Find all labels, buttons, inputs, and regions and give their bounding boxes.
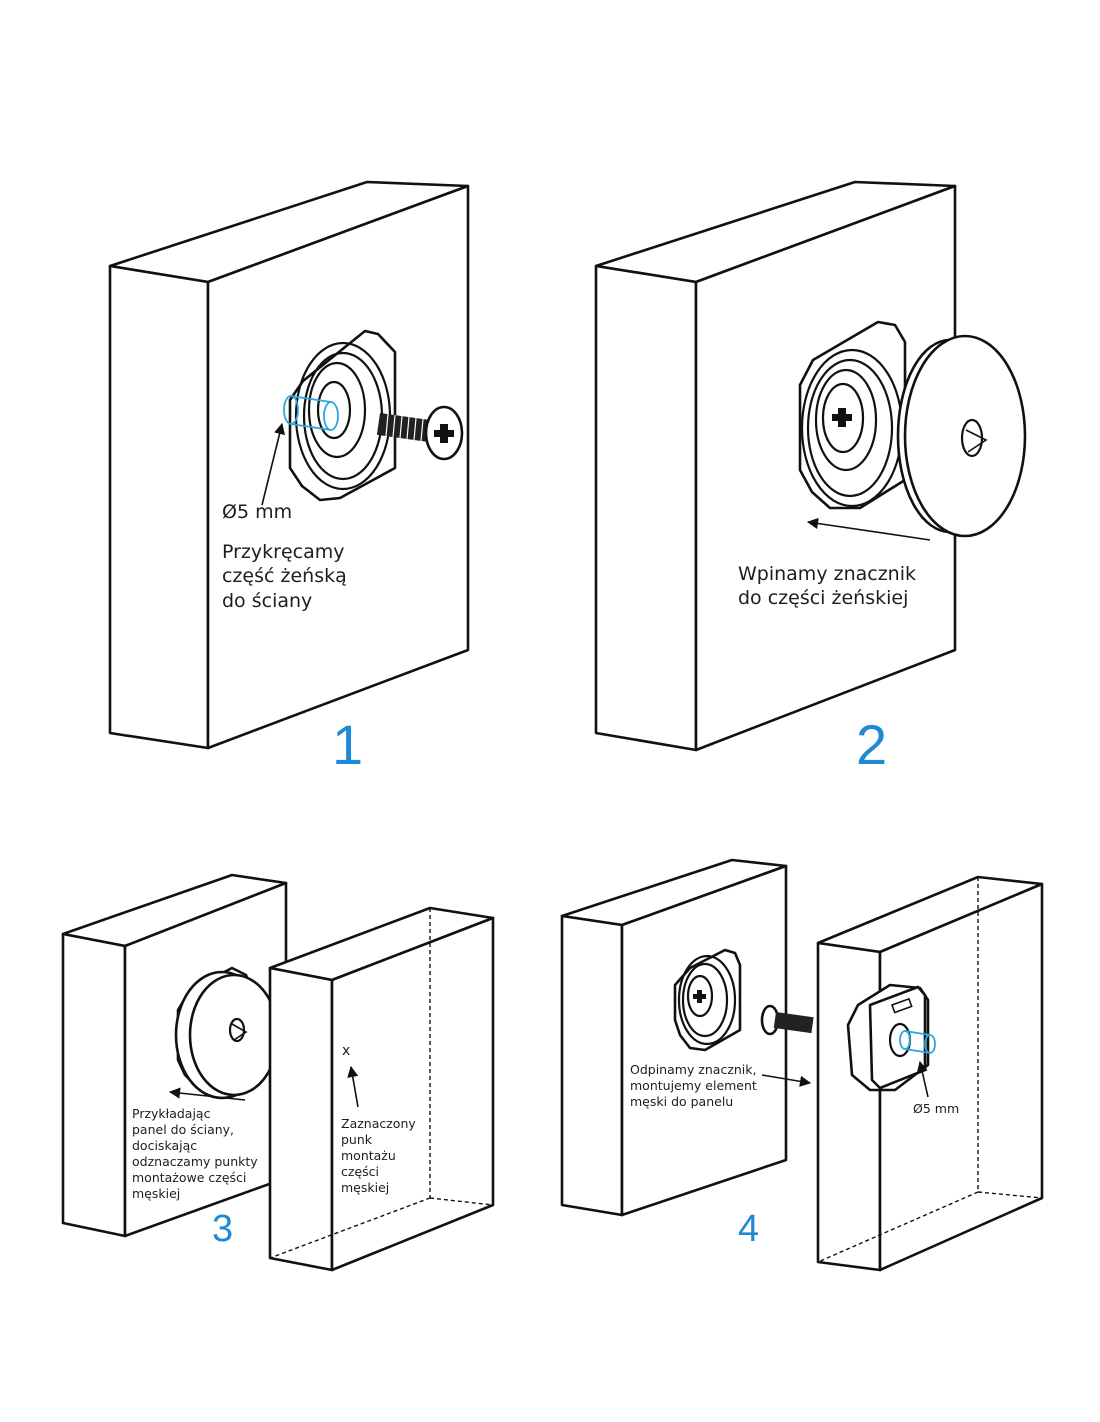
step-3-illustration <box>61 873 495 1272</box>
arrow-press-3 <box>168 1087 246 1101</box>
step-4-illustration <box>560 858 1044 1272</box>
female-connector-1 <box>288 329 397 502</box>
step-1-number: 1 <box>332 713 364 776</box>
panel-box-3 <box>268 906 495 1272</box>
male-connector-4 <box>846 983 930 1092</box>
step-4-instruction: Odpinamy znacznik, montujemy element męs… <box>630 1062 757 1109</box>
marker-on-wall-3 <box>174 966 280 1100</box>
arrow-mount-4 <box>761 1074 812 1087</box>
wall-block-4 <box>560 858 788 1217</box>
step-3-mark-symbol: x <box>342 1043 351 1059</box>
marker-disc-2 <box>896 334 1027 538</box>
step-2-illustration <box>594 180 1027 752</box>
screw-1 <box>376 405 464 461</box>
arrow-mark-3 <box>347 1065 359 1108</box>
drill-hole-highlight-4 <box>899 1030 936 1054</box>
step-3-mark-caption: Zaznaczony punk montażu części męskiej <box>341 1116 416 1195</box>
wall-block-3 <box>61 873 288 1238</box>
step-1-diameter-label: Ø5 mm <box>222 501 293 523</box>
arrow-diameter-1 <box>261 422 286 506</box>
step-2-instruction: Wpinamy znacznik do części żeńskiej <box>738 563 917 610</box>
step-1-illustration <box>108 180 470 750</box>
drill-hole-highlight-1 <box>283 395 339 431</box>
female-connector-2 <box>798 320 907 510</box>
step-2-number: 2 <box>856 713 888 776</box>
female-connector-4 <box>673 948 742 1052</box>
step-1-instruction: Przykręcamy część żeńską do ściany <box>222 541 347 612</box>
arrow-insert-2 <box>806 517 931 541</box>
screw-4 <box>760 1004 814 1036</box>
arrow-diameter-4 <box>916 1060 929 1098</box>
step-3-number: 3 <box>212 1208 234 1250</box>
step-4-number: 4 <box>738 1208 760 1250</box>
step-4-diameter-label: Ø5 mm <box>913 1101 960 1116</box>
step-3-instruction: Przykładając panel do ściany, dociskając… <box>132 1106 258 1201</box>
